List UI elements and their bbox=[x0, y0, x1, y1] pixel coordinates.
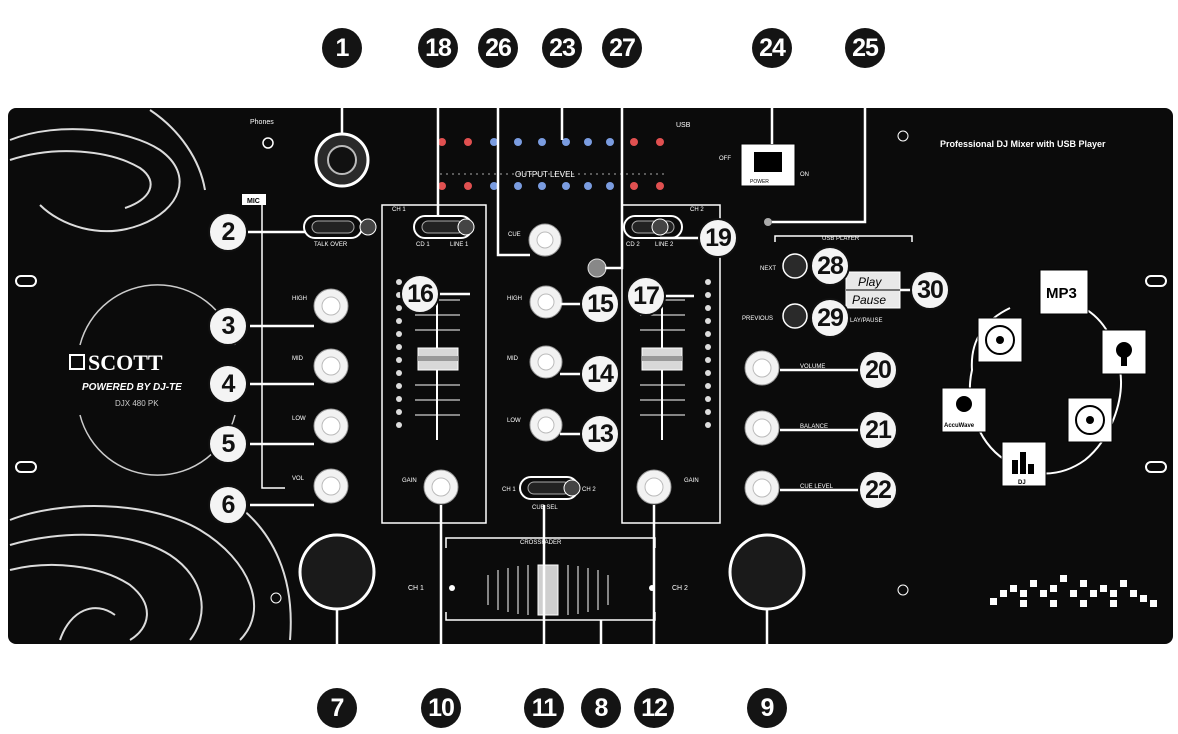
ch1-fader bbox=[415, 290, 460, 440]
callout-18: 18 bbox=[418, 28, 458, 68]
rack-slot bbox=[15, 275, 37, 287]
callout-17: 17 bbox=[626, 276, 666, 316]
callout-6: 6 bbox=[208, 485, 248, 525]
mic-knobs bbox=[313, 288, 349, 504]
panel-label: LINE 1 bbox=[450, 242, 469, 248]
ch1-meter bbox=[396, 279, 402, 428]
panel-label: LOW bbox=[507, 418, 521, 424]
jog-wheel-left bbox=[298, 533, 376, 611]
output-level-meter: OUTPUT LEVEL USB bbox=[438, 122, 691, 190]
panel-label: NEXT bbox=[760, 266, 776, 272]
panel-label: LOW bbox=[292, 416, 306, 422]
panel-label: Pause bbox=[852, 293, 886, 307]
mp3-icon bbox=[1039, 269, 1089, 315]
panel-label: GAIN bbox=[684, 478, 699, 484]
callout-8: 8 bbox=[581, 688, 621, 728]
powered-by: POWERED BY DJ-TE bbox=[82, 382, 182, 393]
panel-label: CD 2 bbox=[626, 242, 640, 248]
ch1-strip bbox=[381, 204, 487, 524]
callout-10: 10 bbox=[421, 688, 461, 728]
panel-label: DJ bbox=[1018, 480, 1026, 486]
panel-label: PLAY/PAUSE bbox=[846, 318, 882, 324]
callout-24: 24 bbox=[752, 28, 792, 68]
panel-header: Professional DJ Mixer with USB Player bbox=[940, 139, 1106, 149]
ch2-meter bbox=[705, 279, 711, 428]
panel-label: CROSSFADER bbox=[520, 540, 562, 546]
callout-29: 29 bbox=[810, 298, 850, 338]
panel-label: CH 2 bbox=[690, 207, 704, 213]
panel-label: POWER bbox=[750, 179, 769, 185]
panel-label: HIGH bbox=[292, 296, 307, 302]
panel-label: ON bbox=[800, 172, 809, 178]
panel-label: LINE 2 bbox=[655, 242, 674, 248]
panel-label: VOLUME bbox=[800, 364, 825, 370]
callout-3: 3 bbox=[208, 306, 248, 346]
format-icon-ring: MP3 AccuWave DJ bbox=[941, 269, 1147, 487]
callout-2: 2 bbox=[208, 212, 248, 252]
panel-label: HIGH bbox=[507, 296, 522, 302]
rack-slot bbox=[1145, 461, 1167, 473]
panel-label: Play bbox=[858, 275, 882, 289]
ch2-fader bbox=[640, 290, 685, 440]
callout-27: 27 bbox=[602, 28, 642, 68]
panel-label: CUE bbox=[508, 232, 521, 238]
callout-13: 13 bbox=[580, 414, 620, 454]
callout-23: 23 bbox=[542, 28, 582, 68]
panel-label: BALANCE bbox=[800, 424, 828, 430]
panel-label: MID bbox=[292, 356, 304, 362]
callout-4: 4 bbox=[208, 364, 248, 404]
panel-label: AccuWave bbox=[944, 423, 975, 429]
leader-lines bbox=[248, 68, 912, 688]
callout-5: 5 bbox=[208, 424, 248, 464]
panel-label: CH 1 bbox=[408, 585, 424, 592]
callout-19: 19 bbox=[698, 218, 738, 258]
brand-name: SCOTT bbox=[88, 350, 163, 375]
callout-16: 16 bbox=[400, 274, 440, 314]
callout-20: 20 bbox=[858, 350, 898, 390]
rack-slot bbox=[1145, 275, 1167, 287]
jog-wheel-right bbox=[728, 533, 806, 611]
panel-label: CD 1 bbox=[416, 242, 430, 248]
panel-label: CH 2 bbox=[582, 487, 596, 493]
panel-label: CH 1 bbox=[392, 207, 406, 213]
callout-30: 30 bbox=[910, 270, 950, 310]
phones-label: Phones bbox=[250, 119, 274, 126]
model-name: DJX 480 PK bbox=[115, 399, 159, 408]
callout-28: 28 bbox=[810, 246, 850, 286]
ch2-strip bbox=[621, 204, 721, 524]
panel-label: USB PLAYER bbox=[822, 236, 860, 242]
panel-label: GAIN bbox=[402, 478, 417, 484]
panel-label: MID bbox=[507, 356, 519, 362]
panel-label: USB bbox=[676, 122, 691, 129]
callout-22: 22 bbox=[858, 470, 898, 510]
panel-label: OFF bbox=[719, 156, 731, 162]
panel-label: PREVIOUS bbox=[742, 316, 773, 322]
callout-1: 1 bbox=[322, 28, 362, 68]
phones-jack: Phones bbox=[250, 119, 370, 188]
panel-label: CH 1 bbox=[502, 487, 516, 493]
panel-label: OUTPUT LEVEL bbox=[515, 170, 575, 179]
rack-slot bbox=[15, 461, 37, 473]
panel-label: CUE LEVEL bbox=[800, 484, 834, 490]
decor-swirl bbox=[9, 499, 292, 641]
callout-12: 12 bbox=[634, 688, 674, 728]
pixel-decor bbox=[990, 575, 1157, 607]
callout-11: 11 bbox=[524, 688, 564, 728]
panel-label: MP3 bbox=[1046, 285, 1077, 302]
decor-swirl bbox=[9, 109, 206, 233]
panel-label: CH 2 bbox=[672, 585, 688, 592]
callout-25: 25 bbox=[845, 28, 885, 68]
callout-9: 9 bbox=[747, 688, 787, 728]
headphone-icon bbox=[262, 137, 274, 149]
panel-label: VOL bbox=[292, 476, 305, 482]
callout-21: 21 bbox=[858, 410, 898, 450]
talkover-label: TALK OVER bbox=[314, 242, 348, 248]
callout-15: 15 bbox=[580, 284, 620, 324]
callout-26: 26 bbox=[478, 28, 518, 68]
callout-7: 7 bbox=[317, 688, 357, 728]
callout-14: 14 bbox=[580, 354, 620, 394]
mic-label: MIC bbox=[247, 198, 260, 205]
